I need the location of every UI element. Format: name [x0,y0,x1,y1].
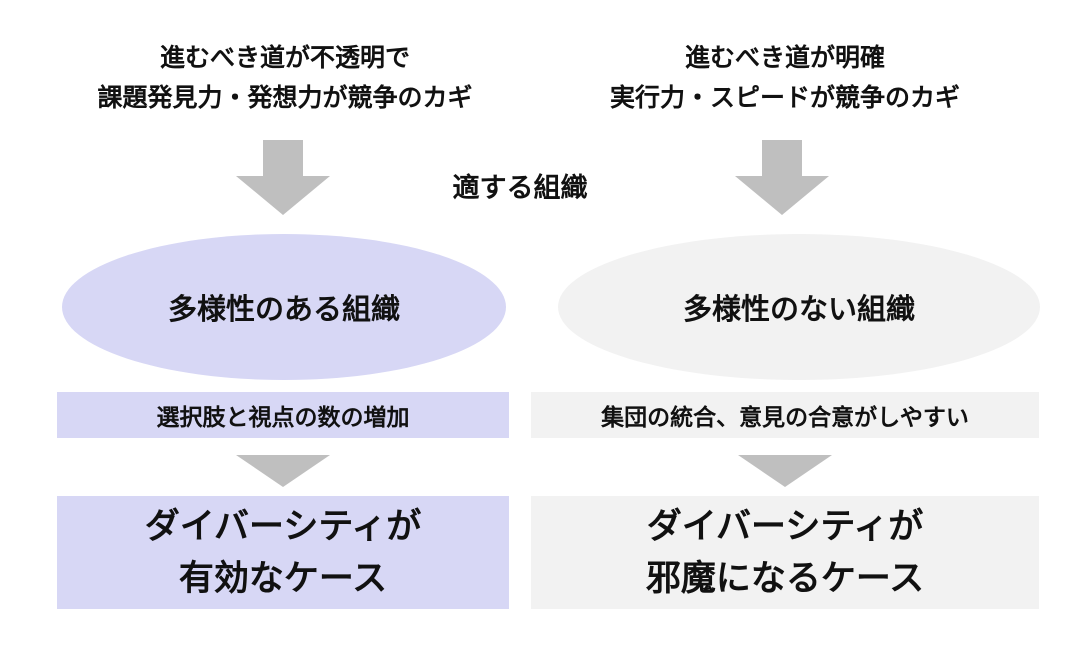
right-header-line2: 実行力・スピードが競争のカギ [609,83,960,112]
left-header-line2: 課題発見力・発想力が競争のカギ [97,83,473,112]
non-diverse-organization-ellipse: 多様性のない組織 [558,234,1040,380]
left-down-arrow-icon [236,140,330,215]
right-result-line2: 邪魔になるケース [645,558,925,599]
left-effect-strip: 選択肢と視点の数の増加 [57,392,509,438]
left-triangle-arrow-icon [236,455,330,487]
right-header-line1: 進むべき道が明確 [684,43,885,72]
right-effect-label: 集団の統合、意見の合意がしやすい [601,405,969,431]
right-effect-strip: 集団の統合、意見の合意がしやすい [531,392,1039,438]
center-label: 適する組織 [452,173,588,204]
left-result-line1: ダイバーシティが [144,506,422,547]
non-diverse-organization-label: 多様性のない組織 [682,292,915,326]
right-result-line1: ダイバーシティが [646,506,924,547]
left-header: 進むべき道が不透明で 課題発見力・発想力が競争のカギ [40,38,530,118]
right-result-box: ダイバーシティが 邪魔になるケース [531,496,1039,609]
right-triangle-arrow-icon [738,455,832,487]
left-result-box: ダイバーシティが 有効なケース [57,496,509,609]
left-effect-label: 選択肢と視点の数の増加 [156,405,410,431]
diverse-organization-label: 多様性のある組織 [167,292,400,326]
left-result-line2: 有効なケース [178,558,388,599]
diverse-organization-ellipse: 多様性のある組織 [62,234,506,380]
right-down-arrow-icon [735,140,829,215]
left-header-line1: 進むべき道が不透明で [159,43,410,72]
right-header: 進むべき道が明確 実行力・スピードが競争のカギ [540,38,1030,118]
